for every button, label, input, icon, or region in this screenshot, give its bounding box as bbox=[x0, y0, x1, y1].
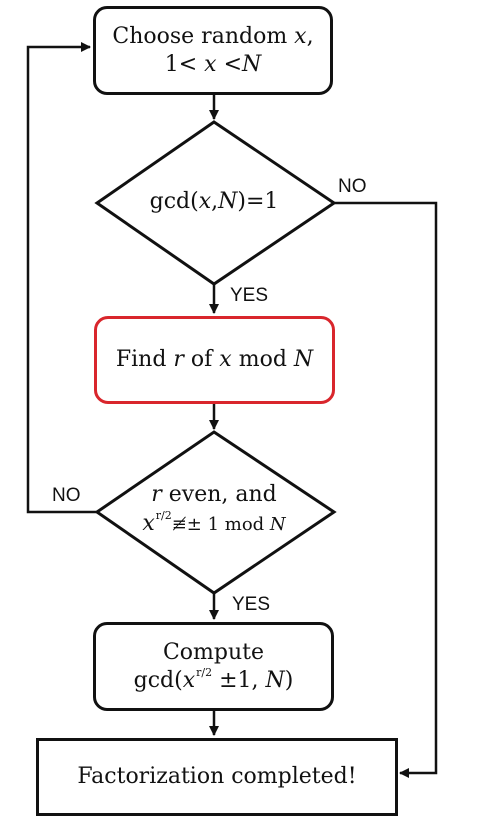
find-text: Find bbox=[115, 347, 174, 373]
arrow-r-no bbox=[26, 42, 97, 514]
node-r-check-text: r even, and xr/2≢± 1 mod N bbox=[112, 481, 316, 537]
var-n: N bbox=[269, 513, 286, 535]
close-paren: ) bbox=[284, 668, 294, 693]
edge-label-r-no: NO bbox=[52, 485, 81, 506]
node-gcd-check-text: gcd(x,N)=1 bbox=[117, 188, 311, 216]
edge-label-r-yes: YES bbox=[232, 594, 271, 615]
var-r: r bbox=[151, 482, 162, 507]
var-x: x bbox=[219, 347, 232, 373]
var-x: x bbox=[142, 510, 155, 536]
edge-label-gcd-no: NO bbox=[338, 176, 367, 197]
var-n: N bbox=[242, 51, 262, 77]
mod-text: mod bbox=[231, 347, 294, 373]
r-check-line2: xr/2≢± 1 mod N bbox=[112, 509, 316, 538]
congruence-text: ≢± 1 mod bbox=[171, 513, 270, 535]
gcd-prefix: gcd( bbox=[133, 668, 183, 693]
node-compute: Compute gcd(xr/2 ±1, N) bbox=[93, 622, 334, 711]
comma: , bbox=[306, 24, 314, 49]
r-check-line1: r even, and bbox=[112, 481, 316, 509]
node-choose-random-line1: Choose random x, bbox=[112, 23, 313, 51]
done-text: Factorization completed! bbox=[77, 764, 357, 790]
var-x: x bbox=[294, 24, 307, 49]
choose-text: Choose random bbox=[112, 24, 295, 49]
compute-line1: Compute bbox=[162, 639, 265, 665]
node-find-r: Find r of x mod N bbox=[94, 316, 335, 404]
gcd-sep: , bbox=[211, 189, 219, 214]
node-factorization-completed: Factorization completed! bbox=[36, 738, 398, 816]
var-n: N bbox=[293, 347, 314, 373]
gcd-suffix: )=1 bbox=[237, 189, 279, 214]
edge-label-gcd-yes: YES bbox=[230, 285, 269, 306]
node-find-r-text: Find r of x mod N bbox=[116, 346, 313, 374]
of-text: of bbox=[183, 347, 220, 373]
exponent: r/2 bbox=[196, 666, 213, 679]
range-lower: 1< bbox=[164, 51, 205, 77]
node-choose-random: Choose random x, 1< x <N bbox=[93, 6, 333, 95]
pm-one-text: ±1, bbox=[212, 668, 266, 693]
var-r: r bbox=[173, 347, 184, 373]
arrow-gcd-no bbox=[334, 201, 438, 778]
exponent: r/2 bbox=[155, 508, 172, 522]
var-x: x bbox=[198, 189, 212, 214]
gcd-prefix: gcd( bbox=[149, 189, 199, 214]
even-text: even, and bbox=[161, 482, 277, 507]
var-x: x bbox=[204, 51, 217, 77]
compute-line2: gcd(xr/2 ±1, N) bbox=[134, 666, 294, 695]
var-x: x bbox=[182, 668, 196, 693]
node-choose-random-line2: 1< x <N bbox=[165, 51, 262, 79]
range-lt: < bbox=[216, 51, 243, 77]
var-n: N bbox=[265, 668, 285, 693]
var-n: N bbox=[218, 189, 238, 214]
